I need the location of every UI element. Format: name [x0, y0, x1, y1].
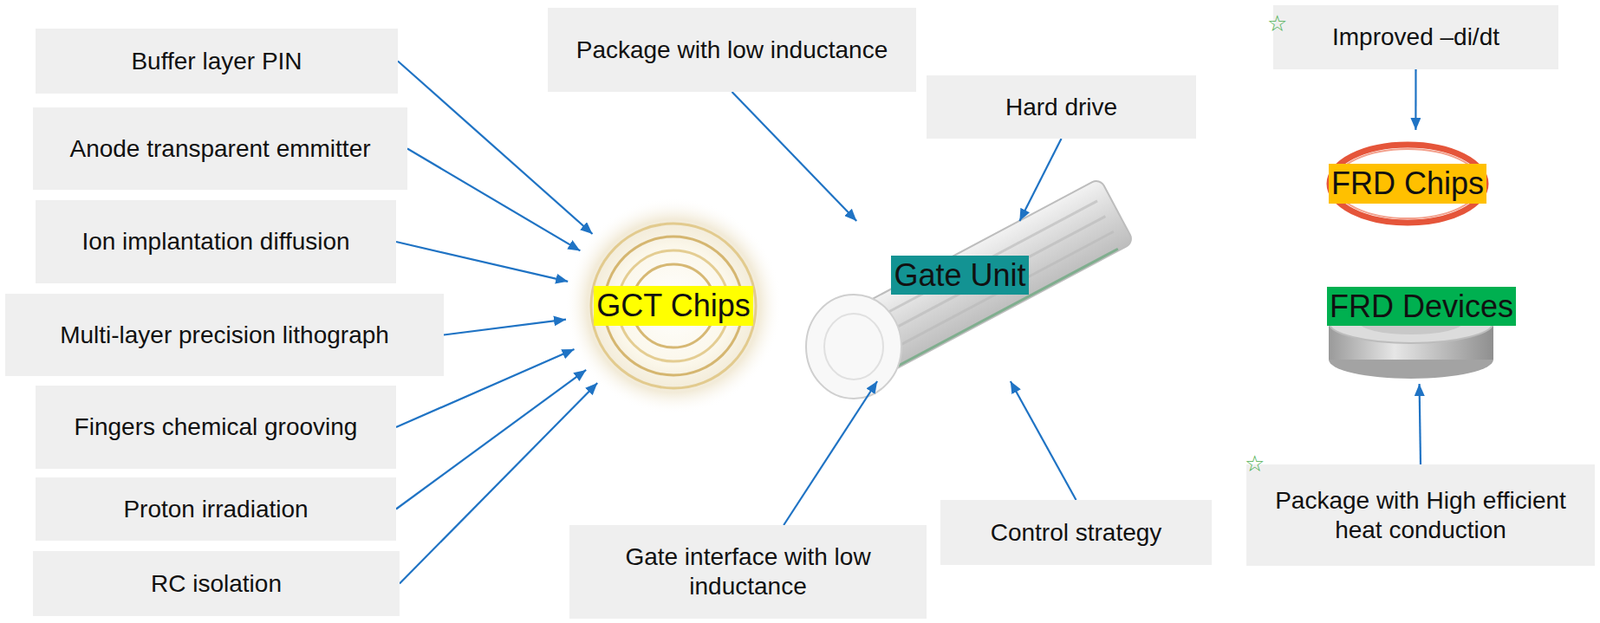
device-puck-inner	[824, 313, 884, 380]
frd-chip-node: FRD Chips	[1326, 130, 1490, 238]
feature-box: Control strategy	[940, 500, 1212, 566]
gate-unit-illustration	[806, 177, 1134, 399]
box-text: Buffer layer PIN	[130, 46, 302, 77]
feature-box: Gate interface with low inductance	[569, 525, 927, 619]
box-text: Multi-layer precision lithograph	[59, 320, 390, 351]
arrow-connector	[1414, 69, 1417, 131]
board-edge	[865, 248, 1118, 384]
arrow-connector	[399, 383, 598, 584]
process-box: Buffer layer PIN	[35, 28, 398, 94]
box-text: Package with High efficient heat conduct…	[1256, 486, 1585, 545]
star-mark: ☆	[1244, 452, 1265, 475]
box-text: Control strategy	[990, 518, 1163, 548]
arrow-connector	[396, 370, 586, 510]
process-box: Anode transparent emmitter	[32, 107, 408, 190]
box-text: RC isolation	[150, 569, 282, 599]
frd-device-node: FRD Devices	[1315, 281, 1528, 384]
arrow-connector	[407, 149, 580, 252]
arrow-connector	[1010, 381, 1077, 501]
feature-box: Package with High efficient heat conduct…	[1246, 464, 1595, 566]
box-text: Anode transparent emmitter	[69, 134, 371, 164]
process-box: Multi-layer precision lithograph	[5, 293, 444, 377]
process-box: Ion implantation diffusion	[35, 200, 397, 284]
arrow-connector	[1419, 383, 1421, 465]
arrow-connector	[732, 91, 858, 222]
chip-ring	[591, 223, 756, 389]
box-text: Hard drive	[1005, 92, 1118, 123]
chip-glow	[565, 197, 782, 415]
feature-box: Package with low inductance	[547, 7, 917, 92]
box-text: Proton irradiation	[123, 494, 308, 525]
process-box: Proton irradiation	[35, 477, 397, 541]
highlight-title: Gate Unit	[891, 255, 1028, 295]
arrow-connector	[1019, 138, 1061, 222]
star-mark: ☆	[1267, 12, 1288, 35]
feature-box: Hard drive	[926, 75, 1197, 139]
arrow-connector	[396, 241, 568, 282]
box-text: Fingers chemical grooving	[74, 412, 358, 443]
process-box: RC isolation	[32, 551, 400, 617]
box-text: Package with low inductance	[576, 35, 889, 66]
gate-unit-node: Gate Unit	[845, 221, 1075, 382]
box-text: Gate interface with low inductance	[579, 542, 917, 601]
chip-circle: GCT Chips	[565, 197, 782, 415]
highlight-title: FRD Devices	[1326, 286, 1516, 326]
highlight-title: FRD Chips	[1328, 163, 1487, 203]
process-box: Fingers chemical grooving	[35, 385, 397, 469]
arrow-connector	[443, 319, 566, 336]
box-text: Ion implantation diffusion	[81, 227, 350, 257]
box-text: Improved –di/dt	[1332, 22, 1500, 53]
arrow-connector	[783, 381, 878, 526]
highlight-title: GCT Chips	[593, 286, 753, 326]
feature-box: Improved –di/dt	[1273, 5, 1559, 70]
device-puck	[806, 294, 902, 399]
